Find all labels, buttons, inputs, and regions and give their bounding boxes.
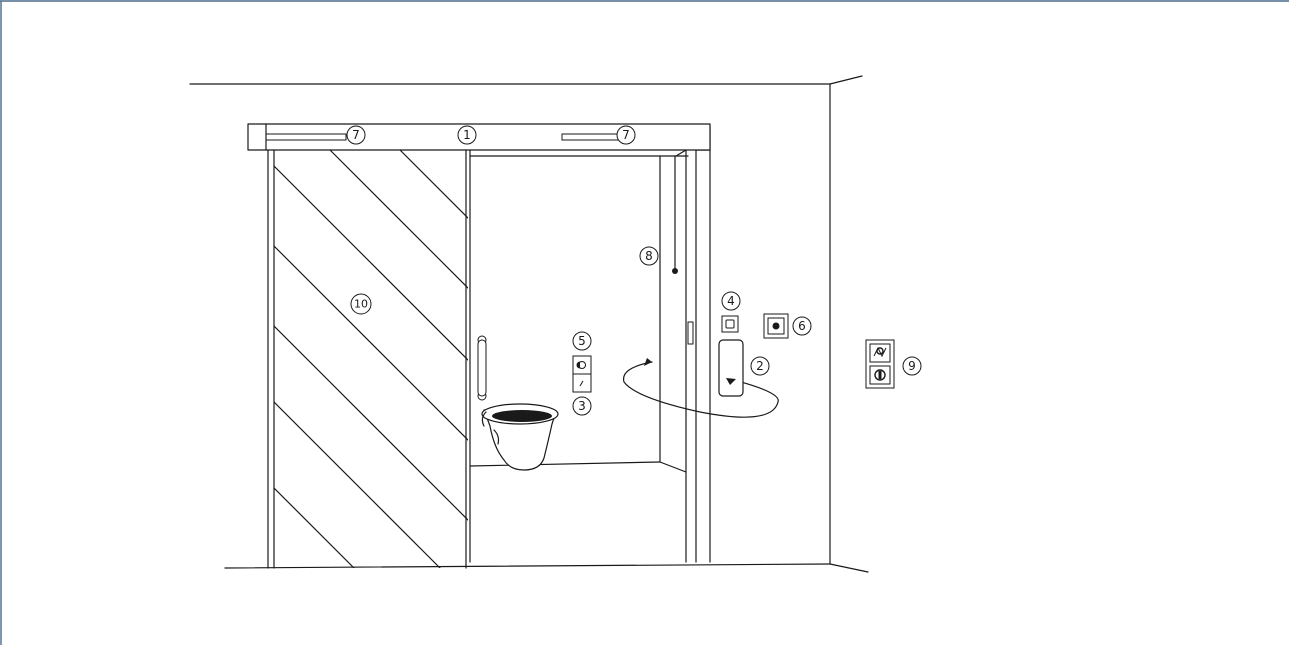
toilet-icon <box>481 403 559 471</box>
door-operator-housing <box>247 123 711 151</box>
call-button <box>721 315 739 333</box>
callout-8: 8 <box>639 246 659 266</box>
cubicle-interior <box>469 149 689 563</box>
callout-3-label: 3 <box>578 399 586 413</box>
callout-4-label: 4 <box>727 294 735 308</box>
callout-4: 4 <box>721 291 741 311</box>
push-button-icon <box>763 313 789 339</box>
callout-6: 6 <box>792 316 812 336</box>
callout-2: 2 <box>750 356 770 376</box>
callout-1-label: 1 <box>463 128 471 142</box>
door-frame <box>685 125 711 563</box>
callout-9-label: 9 <box>908 359 916 373</box>
callout-7-right: 7 <box>616 125 636 145</box>
callout-5-label: 5 <box>578 334 586 348</box>
callout-9: 9 <box>902 356 922 376</box>
callout-7-left-label: 7 <box>352 128 360 142</box>
callout-2-label: 2 <box>756 359 764 373</box>
callout-7-left: 7 <box>346 125 366 145</box>
callout-10: 10 <box>350 293 372 315</box>
wall-outline <box>189 75 869 573</box>
callout-6-label: 6 <box>798 319 806 333</box>
callout-3: 3 <box>572 396 592 416</box>
callout-5: 5 <box>572 331 592 351</box>
outside-push-button <box>718 339 744 397</box>
pull-cord-icon <box>672 155 678 274</box>
callout-10-label: 10 <box>354 298 368 311</box>
callout-8-label: 8 <box>645 249 653 263</box>
callout-7-right-label: 7 <box>622 128 630 142</box>
callout-1: 1 <box>457 125 477 145</box>
sliding-door-leaf <box>267 149 468 569</box>
control-panel-icon <box>572 355 592 393</box>
grab-bar-icon <box>477 335 487 401</box>
key-switch-icon <box>865 339 895 389</box>
